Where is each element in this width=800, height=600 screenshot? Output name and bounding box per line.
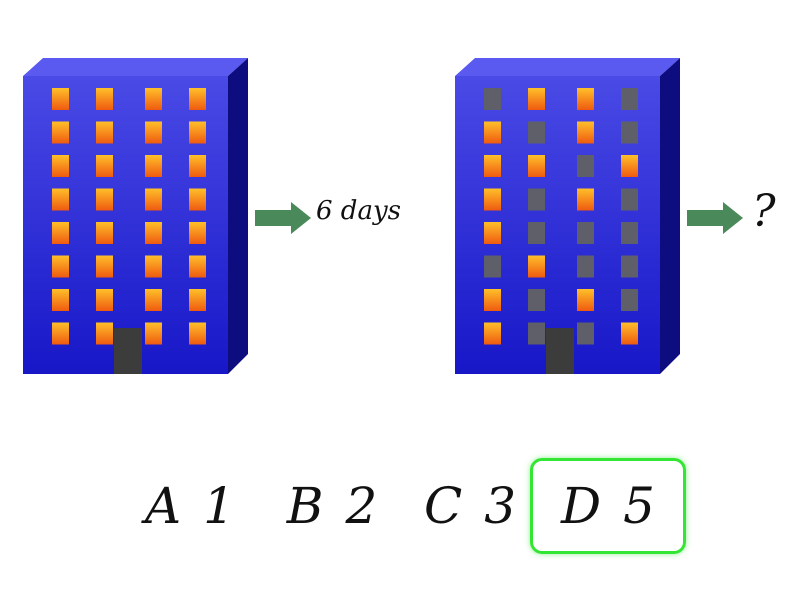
window-lit (189, 88, 206, 110)
window-lit (484, 222, 501, 244)
days-label: 6 days (316, 196, 401, 226)
window-lit (52, 121, 69, 144)
answer-options: A 1 B 2 C 3 D 5 (0, 458, 800, 558)
window-lit (621, 155, 638, 177)
window-grid (52, 88, 206, 345)
window-lit (528, 255, 545, 278)
answer-option-a[interactable]: A 1 (130, 458, 250, 554)
window-dark (621, 222, 638, 244)
window-dark (577, 322, 594, 345)
option-value: 2 (345, 477, 378, 535)
window-dark (484, 88, 501, 110)
window-lit (96, 88, 113, 110)
window-dark (577, 155, 594, 177)
window-lit (52, 322, 69, 345)
window-lit (189, 289, 206, 311)
window-dark (484, 255, 501, 278)
window-lit (484, 289, 501, 311)
window-lit (189, 188, 206, 211)
window-lit (484, 155, 501, 177)
window-lit (52, 88, 69, 110)
window-lit (189, 155, 206, 177)
window-lit (96, 121, 113, 144)
window-lit (52, 255, 69, 278)
window-grid (484, 88, 638, 345)
building-roof (23, 58, 248, 76)
window-lit (52, 222, 69, 244)
option-letter: D (561, 477, 602, 535)
window-lit (145, 188, 162, 211)
building-side-wall (660, 58, 680, 374)
window-lit (96, 222, 113, 244)
window-dark (528, 222, 545, 244)
answer-option-b[interactable]: B 2 (272, 458, 392, 554)
window-lit (528, 88, 545, 110)
window-lit (577, 88, 594, 110)
window-lit (52, 188, 69, 211)
window-lit (145, 121, 162, 144)
window-lit (577, 289, 594, 311)
building-before (23, 58, 248, 374)
window-lit (189, 255, 206, 278)
answer-option-c[interactable]: C 3 (410, 458, 530, 554)
option-letter: A (145, 477, 182, 535)
window-lit (52, 155, 69, 177)
window-lit (145, 289, 162, 311)
option-value: 3 (484, 477, 517, 535)
option-letter: B (286, 477, 324, 535)
question-mark: ? (752, 186, 776, 237)
window-lit (96, 322, 113, 345)
option-value: 5 (623, 477, 655, 535)
window-lit (145, 255, 162, 278)
arrow-right-icon (255, 202, 311, 234)
window-dark (621, 121, 638, 144)
window-lit (145, 155, 162, 177)
window-dark (577, 255, 594, 278)
window-lit (528, 155, 545, 177)
window-lit (577, 121, 594, 144)
window-lit (577, 188, 594, 211)
window-dark (528, 121, 545, 144)
window-lit (96, 188, 113, 211)
window-lit (145, 222, 162, 244)
window-dark (528, 322, 545, 345)
building-after (455, 58, 680, 374)
window-lit (484, 322, 501, 345)
answer-option-d[interactable]: D 5 (530, 458, 686, 554)
window-lit (96, 155, 113, 177)
window-lit (145, 88, 162, 110)
building-door (546, 328, 574, 374)
arrow-right-icon (687, 202, 743, 234)
building-side-wall (228, 58, 248, 374)
window-dark (621, 289, 638, 311)
window-lit (96, 255, 113, 278)
window-lit (189, 222, 206, 244)
window-lit (621, 322, 638, 345)
window-lit (145, 322, 162, 345)
window-lit (484, 121, 501, 144)
building-door (114, 328, 142, 374)
window-lit (484, 188, 501, 211)
window-lit (189, 121, 206, 144)
window-dark (528, 289, 545, 311)
window-dark (577, 222, 594, 244)
option-letter: C (423, 477, 463, 535)
window-dark (621, 255, 638, 278)
window-dark (621, 88, 638, 110)
window-lit (189, 322, 206, 345)
option-value: 1 (203, 477, 235, 535)
window-dark (528, 188, 545, 211)
building-roof (455, 58, 680, 76)
window-lit (52, 289, 69, 311)
window-dark (621, 188, 638, 211)
window-lit (96, 289, 113, 311)
